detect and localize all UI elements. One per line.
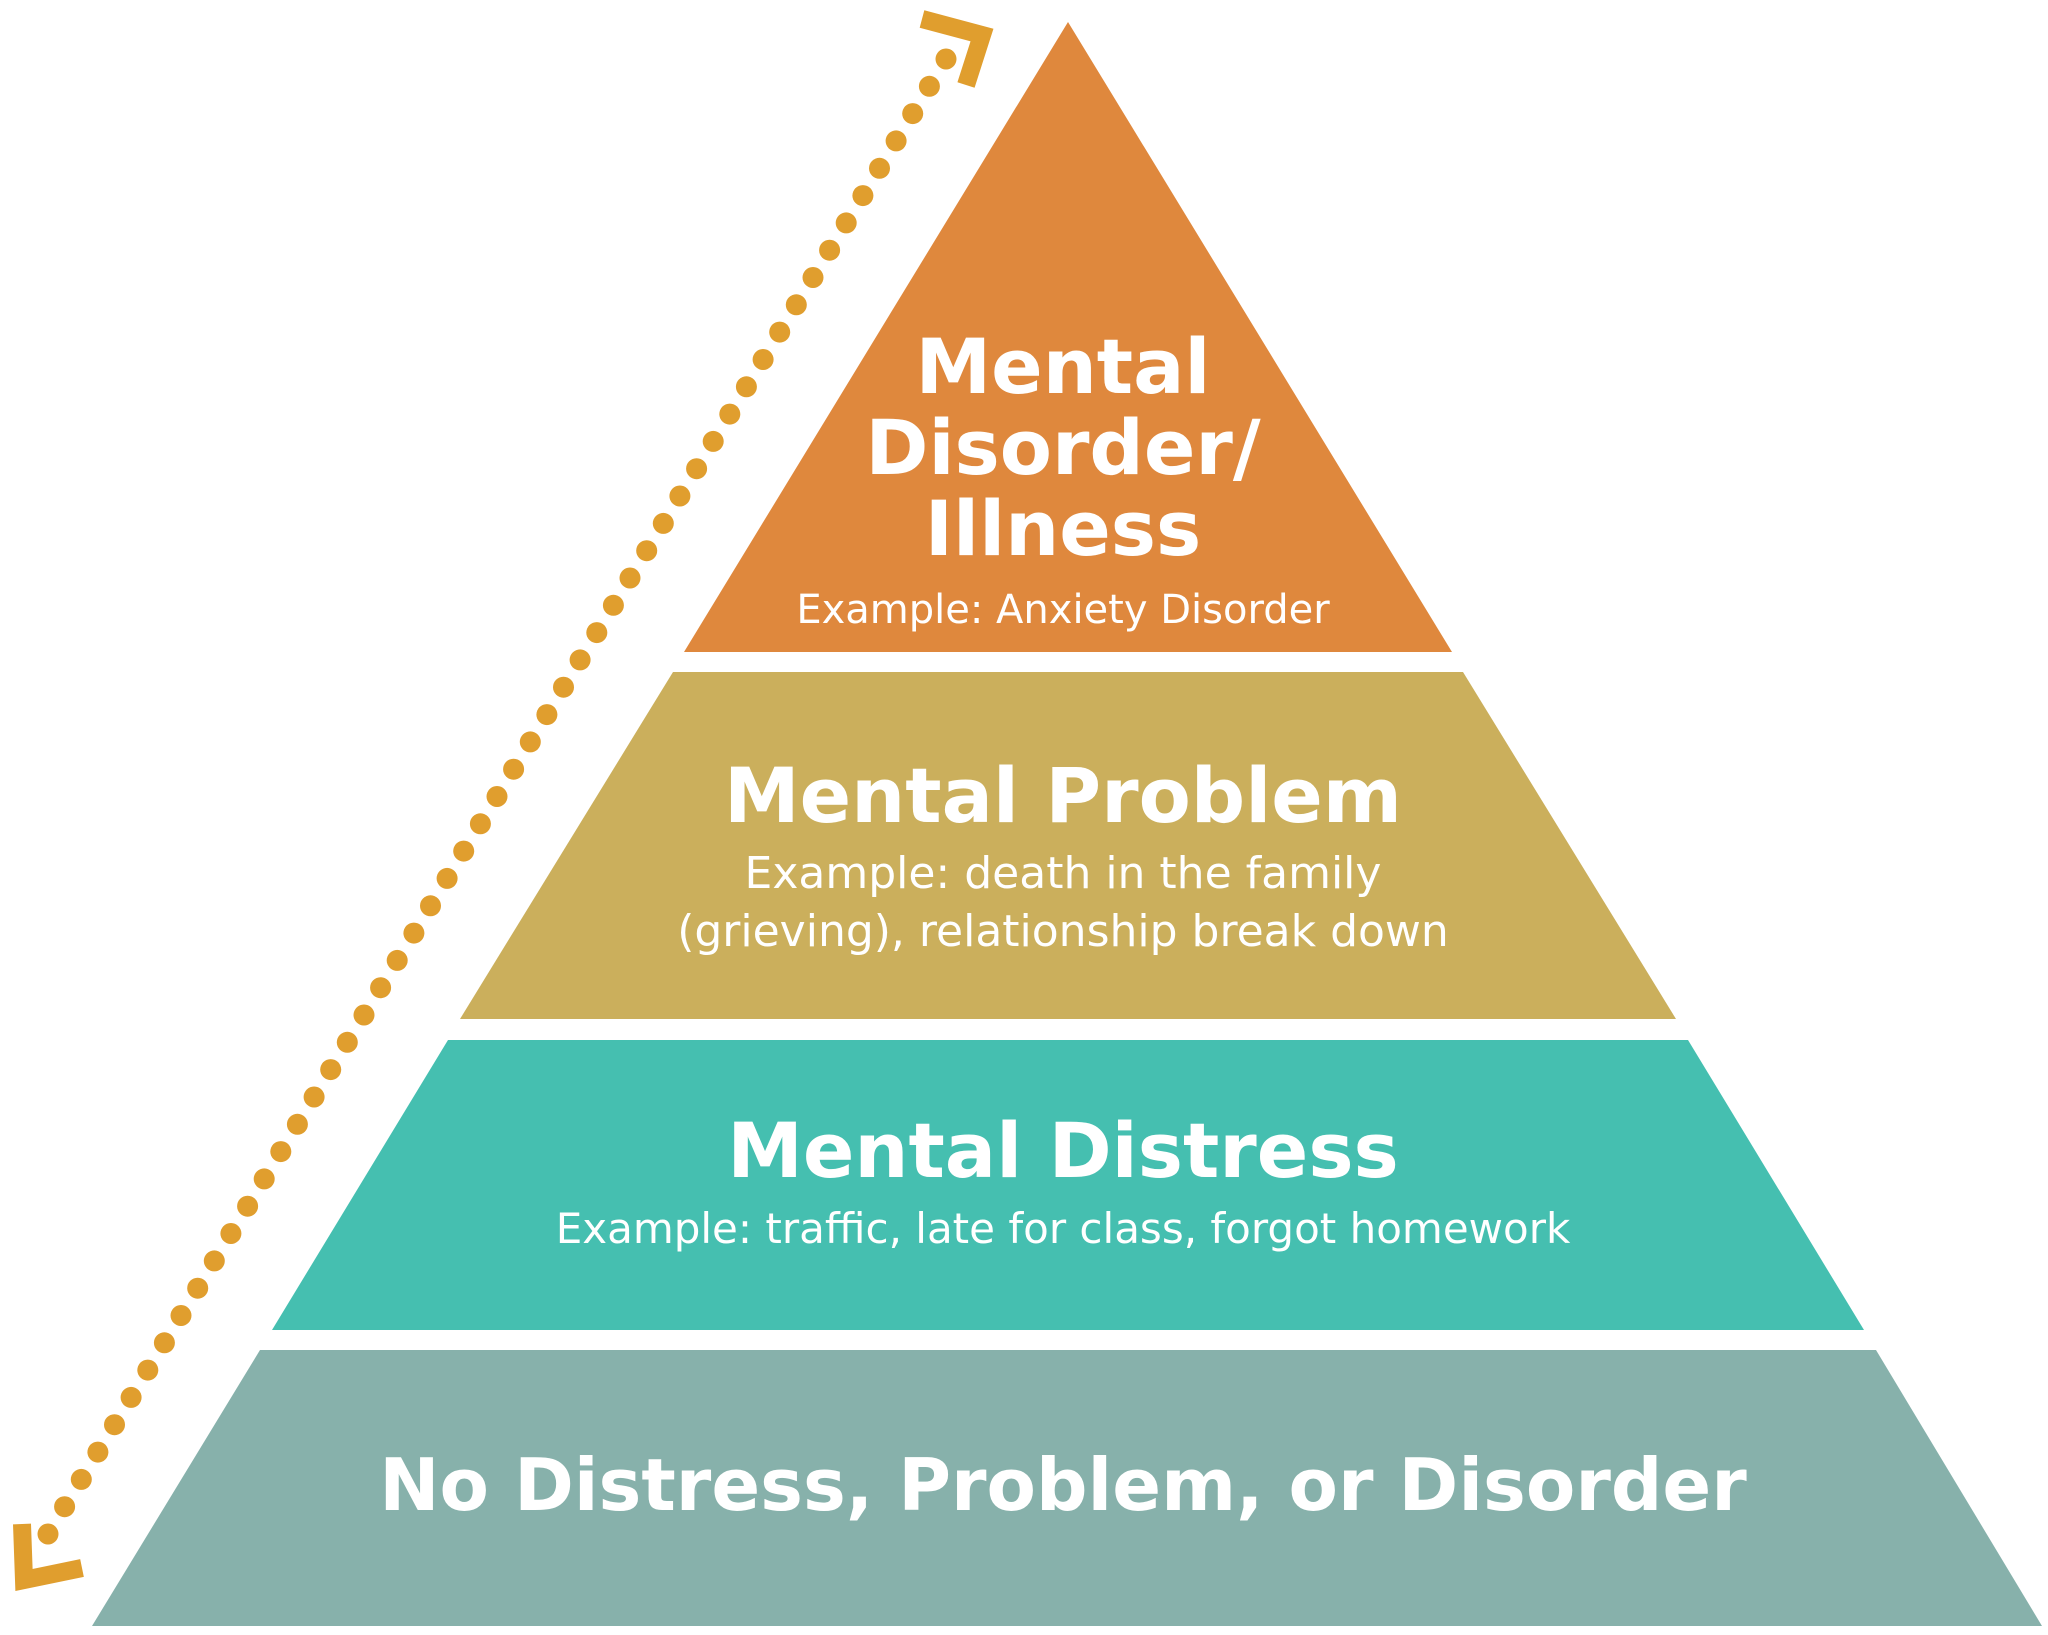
arrow-dot	[153, 1332, 175, 1354]
tier-disorder-title-line-1: Mental	[916, 322, 1211, 411]
arrow-dot	[303, 1086, 325, 1108]
arrow-dot	[536, 704, 558, 726]
arrow-dot	[752, 349, 774, 370]
tier-problem-title: Mental Problem	[724, 751, 1402, 840]
arrow-dot	[87, 1441, 109, 1463]
arrow-dot	[935, 48, 957, 70]
arrow-dot	[403, 922, 425, 944]
tier-problem-example-line-1: Example: death in the family	[745, 848, 1382, 899]
arrow-dot	[353, 1004, 375, 1026]
arrow-dot	[253, 1168, 275, 1190]
arrow-dot	[286, 1113, 308, 1135]
tier-disorder-title-line-2: Disorder/	[865, 403, 1260, 492]
tier-distress-shape	[272, 1040, 1864, 1330]
arrow-head-up-icon	[919, 10, 994, 88]
arrow-dot	[436, 867, 458, 889]
arrow-dot	[918, 75, 940, 97]
tier-problem-example-line-2: (grieving), relationship break down	[677, 906, 1449, 957]
arrow-dot	[602, 594, 624, 616]
tier-problem-shape	[460, 672, 1676, 1019]
arrow-dot	[885, 130, 907, 152]
arrow-dot	[802, 267, 824, 288]
arrow-dot	[702, 430, 724, 452]
arrow-dot	[902, 103, 924, 125]
arrow-dot	[586, 622, 608, 644]
arrow-dot	[137, 1359, 159, 1381]
arrow-dot	[120, 1386, 142, 1408]
arrow-dot	[37, 1523, 59, 1545]
arrow-dot	[519, 731, 541, 753]
arrow-dot	[203, 1250, 225, 1272]
tier-disorder-title-line-3: Illness	[925, 484, 1202, 573]
arrow-dot	[769, 321, 791, 343]
arrow-dot	[735, 376, 757, 398]
tier-disorder-shape	[684, 22, 1452, 652]
arrow-dot	[187, 1277, 209, 1299]
arrow-dot	[652, 512, 674, 534]
arrow-dot	[785, 294, 807, 316]
arrow-dot	[320, 1059, 342, 1081]
arrow-dot	[553, 676, 574, 698]
arrow-dot	[469, 813, 491, 835]
arrow-dot	[669, 485, 691, 507]
arrow-dot	[420, 895, 441, 917]
arrow-dot	[220, 1223, 242, 1244]
arrow-dot	[370, 977, 392, 999]
arrow-dot	[237, 1195, 259, 1217]
arrow-head-down-icon	[13, 1523, 84, 1591]
arrow-dot	[453, 840, 475, 862]
arrow-dot	[852, 185, 874, 207]
arrow-dot	[54, 1496, 76, 1518]
arrow-dot	[270, 1141, 292, 1163]
arrow-dot	[819, 239, 841, 261]
arrow-dot	[619, 567, 641, 589]
tier-none-shape	[92, 1350, 2042, 1626]
arrow-dot	[869, 157, 890, 179]
arrow-dot	[170, 1305, 192, 1326]
tier-disorder-example: Example: Anxiety Disorder	[796, 587, 1330, 633]
arrow-dot	[486, 786, 508, 807]
arrow-dot	[686, 458, 708, 480]
tier-distress-example: Example: traffic, late for class, forgot…	[556, 1204, 1571, 1253]
arrow-dot	[386, 949, 408, 971]
arrow-dot	[336, 1031, 358, 1053]
arrow-dot	[835, 212, 857, 234]
tier-distress-title: Mental Distress	[727, 1106, 1399, 1195]
arrow-dot	[503, 758, 525, 780]
double-arrow-icon	[13, 10, 994, 1591]
arrow-dot	[569, 649, 591, 671]
arrow-dot	[719, 403, 741, 425]
arrow-dot	[104, 1414, 125, 1436]
arrow-dot	[636, 540, 658, 562]
tier-none-title: No Distress, Problem, or Disorder	[379, 1443, 1747, 1527]
arrow-dot	[70, 1468, 92, 1490]
